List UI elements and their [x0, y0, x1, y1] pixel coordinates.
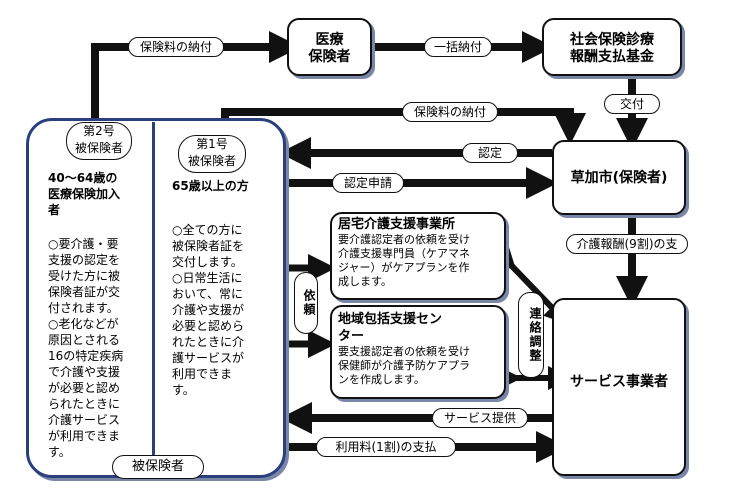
label-service-provision: サービス提供	[432, 408, 528, 428]
label-premium-top: 保険料の納付	[128, 37, 224, 57]
payment-fund-box: 社会保険診療 報酬支払基金	[542, 18, 682, 76]
no2-insured-title: 第2号 被保険者	[66, 122, 132, 160]
no2-insured-desc: ○要介護・要 支援の認定を 受けた方に被 保険者証が交 付されます。 ○老化など…	[48, 237, 124, 459]
care-support-office-box: 居宅介護支援事業所 要介護認定者の依頼を受け 介護支援専門員（ケアマネ ジャー）…	[330, 212, 506, 300]
payment-fund-label: 社会保険診療 報酬支払基金	[570, 32, 654, 65]
label-lump-sum: 一括納付	[424, 37, 492, 57]
insured-divider	[152, 122, 155, 474]
city-insurer-box: 草加市(保険者)	[552, 140, 686, 215]
community-support-desc: 要支援認定者の依頼を受け 保健師が介護予防ケアプラ ンを作成します。	[338, 345, 470, 386]
service-provider-label: サービス事業者	[570, 374, 668, 390]
arrow-premium-top	[91, 31, 301, 118]
no1-insured-title: 第1号 被保険者	[178, 135, 246, 173]
service-provider-box: サービス事業者	[552, 298, 686, 476]
insured-group-label: 被保険者	[112, 455, 204, 479]
community-support-title: 地域包括支援セン ター	[338, 312, 443, 344]
no2-insured-age: 40～64歳の 医療保険加入 者	[48, 171, 121, 217]
care-support-desc: 要介護認定者の依頼を受け 介護支援専門員（ケアマネ ジャー）がケアプランを作 成…	[338, 233, 470, 288]
label-coordination: 連絡調整	[518, 292, 544, 378]
insured-group	[26, 118, 286, 478]
community-support-center-box: 地域包括支援セン ター 要支援認定者の依頼を受け 保健師が介護予防ケアプラ ンを…	[330, 305, 506, 399]
care-support-title: 居宅介護支援事業所	[338, 217, 456, 232]
label-care-fee: 介護報酬(9割)の支	[566, 234, 688, 254]
no1-insured-desc: ○全ての方に 被保険者証を 交付します。 ○日常生活に おいて、常に 介護や支援…	[172, 223, 245, 397]
city-insurer-label: 草加市(保険者)	[570, 170, 668, 186]
label-application: 認定申請	[332, 173, 404, 193]
no1-insured-age: 65歳以上の方	[172, 179, 249, 193]
label-certification: 認定	[462, 143, 518, 163]
medical-insurer-label: 医療 保険者	[308, 32, 351, 65]
label-premium-mid: 保険料の納付	[402, 102, 498, 122]
label-request: 依頼	[294, 272, 318, 334]
arrow-coordination-care	[491, 245, 569, 325]
label-user-fee: 利用料(1割)の支払	[316, 437, 456, 457]
label-delivery: 交付	[604, 94, 660, 114]
medical-insurer-box: 医療 保険者	[287, 18, 372, 76]
